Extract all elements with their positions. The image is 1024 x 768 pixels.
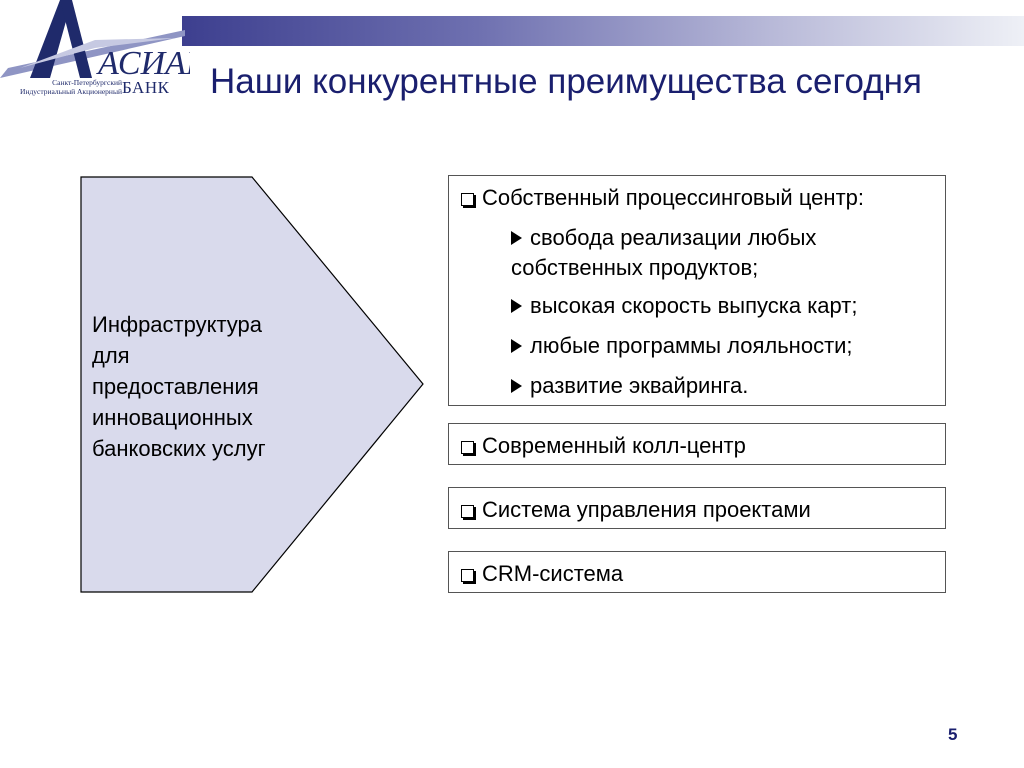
processing-subitem: развитие эквайринга. xyxy=(511,371,931,401)
bank-logo: АСИАБ Санкт-Петербургский Индустриальный… xyxy=(0,0,206,110)
checkbox-icon xyxy=(461,440,474,454)
logo-subtitle-line1: Санкт-Петербургский xyxy=(52,78,122,87)
slide-title: Наши конкурентные преимущества сегодня xyxy=(210,62,922,101)
page-number: 5 xyxy=(948,725,958,744)
processing-subitem: свобода реализации любых собственных про… xyxy=(511,223,931,283)
call-center-item: Современный колл-центр xyxy=(461,433,746,459)
processing-subitem: любые программы лояльности; xyxy=(511,331,931,361)
processing-center-title: Собственный процессинговый центр: xyxy=(482,185,864,210)
infrastructure-line: банковских услуг xyxy=(92,436,266,461)
infrastructure-line: инновационных xyxy=(92,405,253,430)
logo-bank-word: БАНК xyxy=(122,78,170,97)
logo-mark-icon: АСИАБ xyxy=(0,0,206,82)
processing-subitem-text: развитие эквайринга. xyxy=(530,373,749,398)
arrow-right-icon xyxy=(511,231,522,245)
crm-text: CRM-система xyxy=(482,561,624,586)
call-center-box: Современный колл-центр xyxy=(448,423,946,465)
checkbox-icon xyxy=(461,504,474,518)
logo-name-text: АСИАБ xyxy=(96,45,190,82)
infrastructure-line: для xyxy=(92,343,130,368)
logo-subtitle-line2: Индустриальный Акционерный xyxy=(20,87,122,96)
processing-subitem-text: свобода реализации любых собственных про… xyxy=(511,225,817,280)
header-gradient-bar xyxy=(182,16,1024,46)
infrastructure-label: Инфраструктура для предоставления иннова… xyxy=(92,309,322,464)
call-center-text: Современный колл-центр xyxy=(482,433,746,458)
infrastructure-line: Инфраструктура xyxy=(92,312,263,337)
project-management-text: Система управления проектами xyxy=(482,497,811,522)
processing-center-item: Собственный процессинговый центр: xyxy=(461,185,864,211)
processing-subitem: высокая скорость выпуска карт; xyxy=(511,291,931,321)
checkbox-icon xyxy=(461,192,474,206)
infrastructure-pentagon-shape xyxy=(80,176,424,593)
infrastructure-line: предоставления xyxy=(92,374,259,399)
arrow-right-icon xyxy=(511,379,522,393)
processing-subitem-text: любые программы лояльности; xyxy=(530,333,853,358)
checkbox-icon xyxy=(461,568,474,582)
processing-center-box: Собственный процессинговый центр: свобод… xyxy=(448,175,946,406)
processing-subitem-text: высокая скорость выпуска карт; xyxy=(530,293,858,318)
arrow-right-icon xyxy=(511,299,522,313)
crm-box: CRM-система xyxy=(448,551,946,593)
crm-item: CRM-система xyxy=(461,561,623,587)
arrow-right-icon xyxy=(511,339,522,353)
project-management-box: Система управления проектами xyxy=(448,487,946,529)
project-management-item: Система управления проектами xyxy=(461,497,811,523)
